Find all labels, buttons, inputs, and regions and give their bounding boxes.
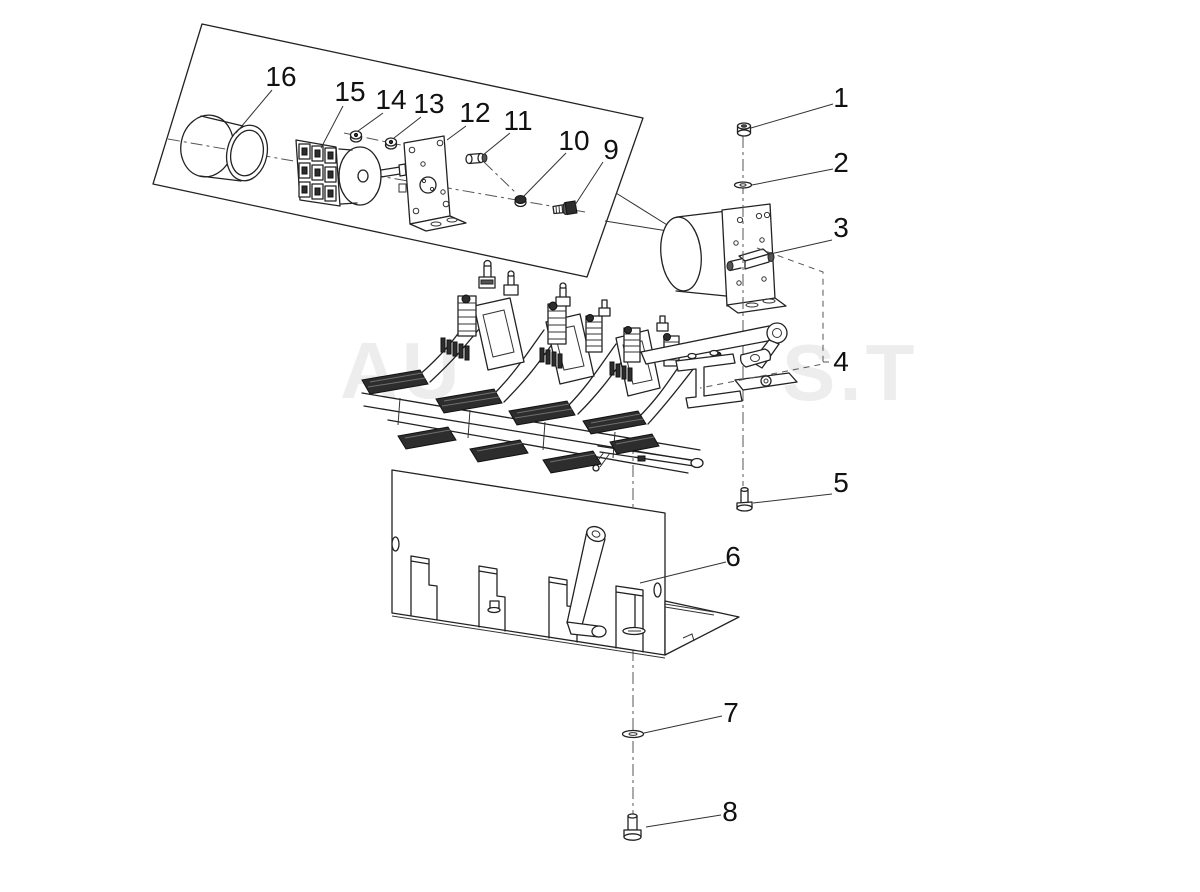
- part-13-nut: [384, 137, 398, 150]
- callout-13: 13: [413, 88, 444, 119]
- part-9-bolt: [552, 200, 578, 216]
- part-16-cap: [180, 114, 269, 182]
- callout-11: 11: [503, 105, 532, 136]
- callout-labels: 1 2 3 4 5 6 7 8 9 10 11 12 13 14 15 16: [265, 61, 848, 827]
- callout-7: 7: [723, 697, 739, 728]
- callout-10: 10: [558, 125, 589, 156]
- callout-8: 8: [722, 796, 738, 827]
- mount-bracket: [675, 349, 798, 409]
- part-10-nut: [514, 195, 527, 208]
- part-3-motor-bracket: [660, 203, 787, 314]
- part-4-locator: [699, 247, 831, 389]
- callout-6: 6: [725, 541, 741, 572]
- pedal-pads: [361, 369, 660, 474]
- actuator-arm: [640, 322, 788, 369]
- part-7-washer: [621, 729, 645, 739]
- callout-4: 4: [833, 346, 849, 377]
- part-4-pedal-assembly: [361, 259, 798, 474]
- panel-lever: [566, 525, 607, 638]
- contact-stacks: [440, 337, 633, 382]
- watermark-right: S.T: [782, 328, 918, 417]
- switch-contacts: [298, 143, 337, 202]
- part-15-switch: [295, 139, 407, 207]
- part-6-cover-panel: [391, 469, 740, 659]
- part-5-bolt: [736, 487, 753, 512]
- callout-2: 2: [833, 147, 849, 178]
- leader-lines: [235, 89, 834, 828]
- callout-12: 12: [459, 97, 490, 128]
- callout-3: 3: [833, 212, 849, 243]
- part-1-nut: [736, 122, 752, 137]
- callout-16: 16: [265, 61, 296, 92]
- callout-9: 9: [603, 134, 619, 165]
- part-2-washer: [733, 181, 753, 189]
- top-fittings: [461, 259, 722, 359]
- callout-1: 1: [833, 82, 849, 113]
- part-14-nut: [349, 130, 363, 143]
- part-12-bracket-plate: [398, 135, 467, 232]
- part-8-bolt: [623, 813, 642, 841]
- callout-15: 15: [334, 76, 365, 107]
- callout-5: 5: [833, 467, 849, 498]
- lower-linkage: [592, 445, 704, 472]
- callout-14: 14: [375, 84, 406, 115]
